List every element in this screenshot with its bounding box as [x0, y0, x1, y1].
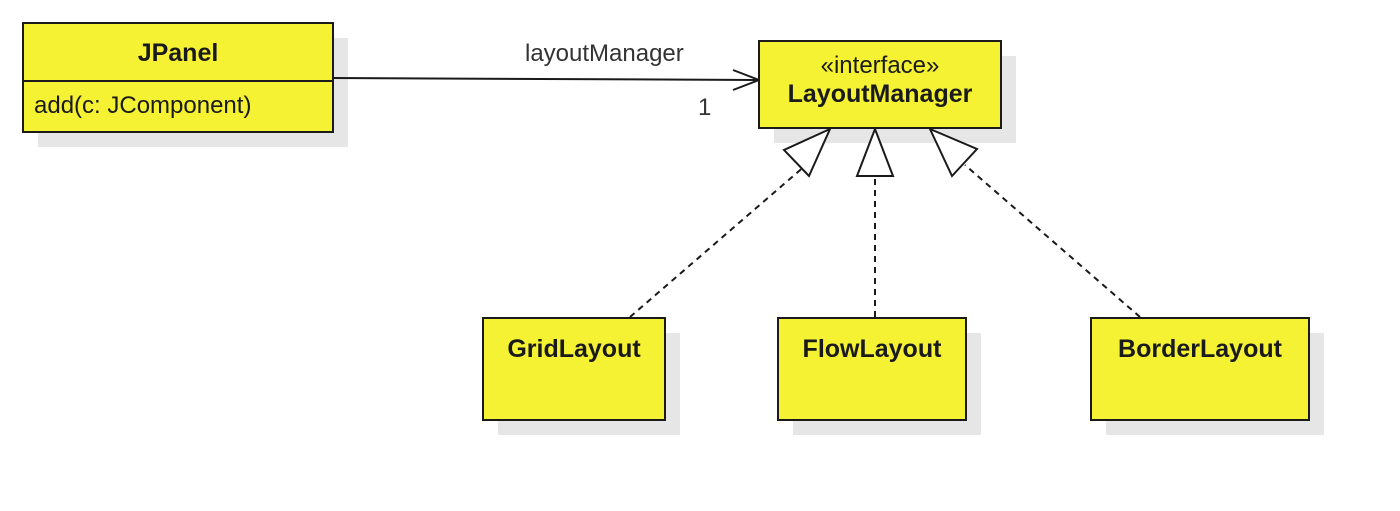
- grid-realization-line: [629, 164, 807, 318]
- grid-layout-name: GridLayout: [507, 335, 641, 363]
- layout-manager-name: LayoutManager: [787, 80, 973, 108]
- flow-layout-name: FlowLayout: [802, 335, 942, 363]
- border-realization-arrowhead: [927, 127, 979, 178]
- jpanel-operation: add(c: JComponent): [24, 80, 332, 131]
- association-line: [331, 77, 758, 81]
- flow-realization-arrowhead: [855, 126, 895, 177]
- flow-layout-class[interactable]: FlowLayout: [777, 317, 967, 421]
- association-role-label: layoutManager: [525, 40, 684, 67]
- grid-layout-class[interactable]: GridLayout: [482, 317, 666, 421]
- jpanel-class-name: JPanel: [137, 39, 219, 67]
- layout-manager-interface[interactable]: «interface» LayoutManager: [758, 40, 1002, 129]
- association-multiplicity-label: 1: [698, 94, 712, 121]
- border-layout-name: BorderLayout: [1118, 335, 1282, 363]
- grid-realization-arrowhead: [782, 126, 832, 178]
- border-layout-class[interactable]: BorderLayout: [1090, 317, 1310, 421]
- border-realization-line: [964, 164, 1141, 318]
- interface-stereotype: «interface»: [820, 52, 940, 79]
- jpanel-class[interactable]: JPanel add(c: JComponent): [22, 22, 334, 133]
